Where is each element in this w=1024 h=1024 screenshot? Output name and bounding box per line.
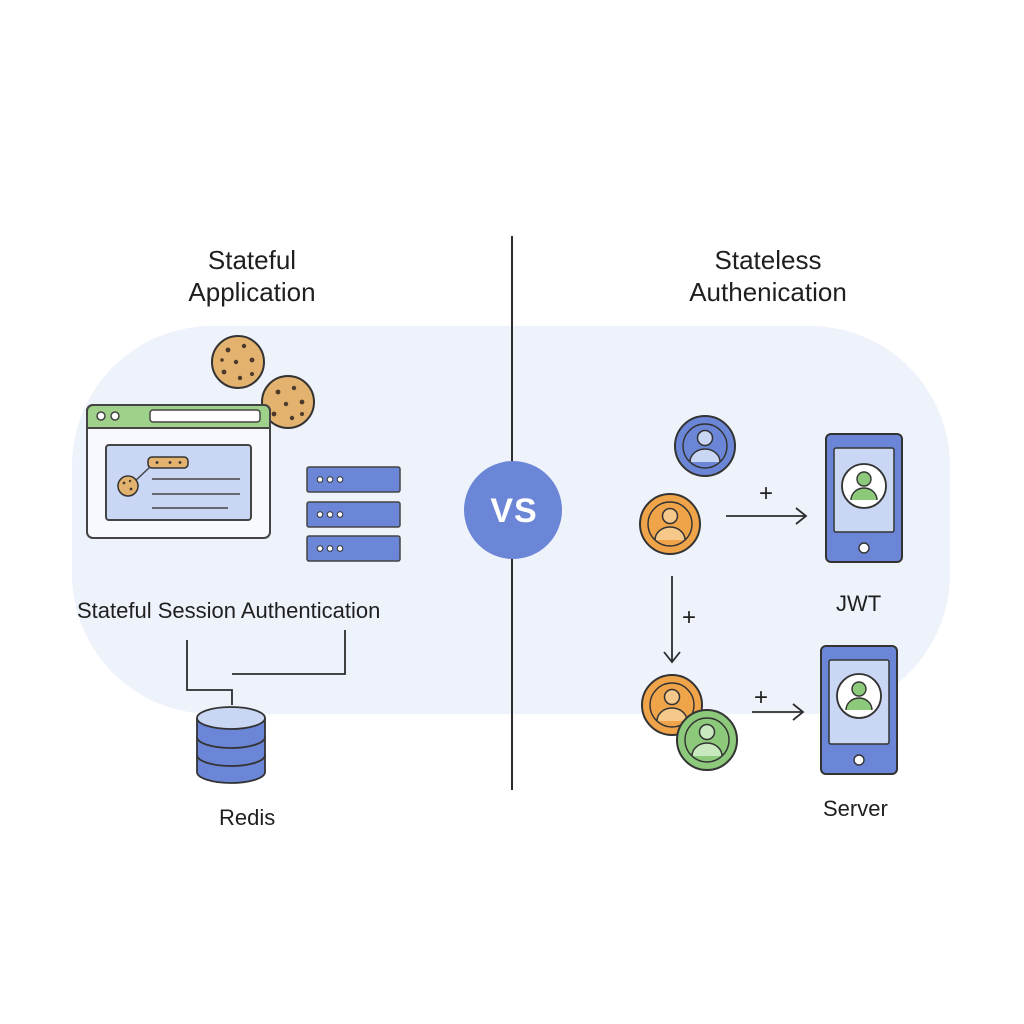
server-rack-icon	[306, 466, 401, 562]
user-avatar-icon	[639, 493, 701, 555]
browser-window-icon	[86, 404, 271, 539]
database-icon	[196, 706, 266, 784]
connector-line	[232, 630, 346, 675]
stateless-title-line2: Authenication	[689, 277, 847, 307]
cookie-icon	[211, 335, 265, 389]
arrow-right-icon	[726, 507, 808, 525]
arrow-down-icon	[663, 576, 681, 664]
stateful-session-caption: Stateful Session Authentication	[77, 598, 381, 623]
plus-sign: +	[759, 480, 774, 507]
stateful-title-line1: Stateful	[207, 245, 297, 275]
plus-sign: +	[754, 684, 769, 711]
vs-label: VS	[490, 491, 538, 530]
redis-label: Redis	[219, 805, 276, 830]
user-avatar-icon	[676, 709, 738, 771]
cookie-icon	[261, 375, 315, 429]
server-label: Server	[823, 796, 888, 821]
stateless-title-line1: Stateless	[714, 245, 822, 275]
jwt-label: JWT	[836, 591, 882, 616]
mobile-device-icon	[820, 645, 898, 775]
arrow-right-icon	[752, 703, 805, 721]
vs-circle	[464, 461, 562, 559]
connector-line	[186, 640, 233, 705]
stateful-title-line2: Application	[188, 277, 316, 307]
user-avatar-icon	[674, 415, 736, 477]
plus-sign: +	[682, 604, 697, 631]
mobile-device-icon	[825, 433, 903, 563]
